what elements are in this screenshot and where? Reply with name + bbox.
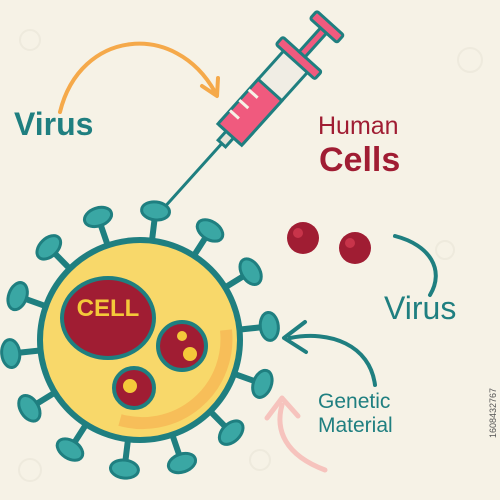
nucleus-large: [60, 276, 156, 360]
pink-arrow-icon: [264, 395, 328, 473]
stock-id: 1608432767: [488, 387, 498, 438]
virus-spike-tip: [6, 281, 29, 312]
teal-arrow-icon: [282, 320, 377, 387]
genetic-label-line2: Material: [318, 414, 393, 438]
genetic-material-label: Genetic Material: [318, 390, 393, 438]
virus-spike-tip: [166, 451, 198, 475]
cells-label: Cells: [319, 141, 401, 179]
virus-spike-tip: [35, 234, 63, 261]
virus-spike-tip: [0, 338, 22, 370]
connector-line: [393, 234, 438, 297]
virus-spike-tip: [258, 310, 280, 342]
virus-spike-tip: [140, 200, 172, 222]
nucleus-dot: [123, 379, 137, 393]
background-doodles: [18, 29, 483, 482]
orange-arrow-icon: [58, 41, 220, 114]
virus-spike-tip: [17, 393, 42, 423]
syringe-icon: [154, 10, 345, 218]
virus-spike-tip: [251, 368, 274, 399]
virus-spike-tip: [195, 218, 225, 243]
nucleus-dot: [183, 347, 197, 361]
virus-label-top: Virus: [14, 106, 94, 142]
virus-spike-tip: [217, 419, 245, 446]
virus-shade: [118, 329, 233, 430]
virus-spike-tip: [55, 437, 85, 462]
virus-spike-tip: [82, 205, 114, 229]
nucleus-medium: [156, 320, 208, 372]
virus-spike-tip: [238, 257, 263, 287]
human-label: Human: [318, 112, 399, 140]
virus-spike-tip: [108, 458, 140, 480]
nucleus-dot: [177, 331, 187, 341]
virus-label-right: Virus: [384, 290, 457, 326]
blood-cell-icon: [287, 222, 371, 264]
virus-icon: [0, 200, 280, 480]
genetic-label-line1: Genetic: [318, 390, 391, 413]
cell-label: CELL: [76, 295, 140, 322]
